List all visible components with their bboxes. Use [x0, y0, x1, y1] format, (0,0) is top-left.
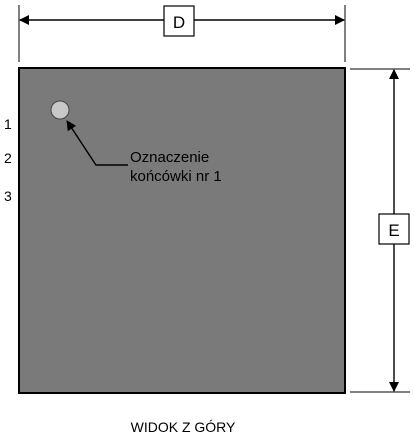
pin-number: 3: [4, 188, 12, 204]
annotation-line-1: Oznaczenie: [130, 149, 209, 166]
d-label: D: [173, 13, 185, 32]
pin-number: 2: [4, 150, 12, 166]
d-label-box: [163, 5, 195, 37]
e-label-box: [378, 213, 410, 245]
pin-number: 1: [4, 116, 12, 132]
pin-1-marker: [50, 100, 70, 120]
package-body: [18, 67, 346, 394]
view-caption: WIDOK Z GÓRY: [131, 419, 236, 435]
annotation-line-2: końcówki nr 1: [130, 168, 222, 185]
leader-line: [66, 120, 128, 166]
e-label: E: [388, 221, 399, 240]
